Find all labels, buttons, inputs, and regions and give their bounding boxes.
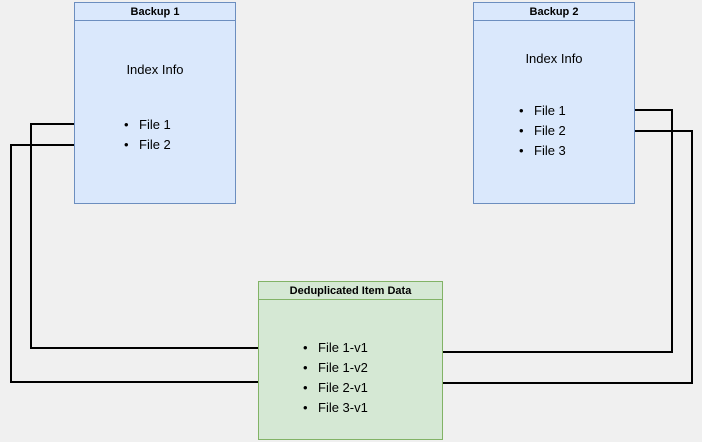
backup2-title-bar: Backup 2 — [473, 2, 635, 21]
list-item: File 3 — [519, 141, 566, 161]
dedup-file-list: File 1-v1 File 1-v2 File 2-v1 File 3-v1 — [303, 338, 368, 418]
backup1-file-list: File 1 File 2 — [124, 115, 171, 155]
backup1-body — [74, 21, 236, 204]
backup1-title: Backup 1 — [130, 6, 180, 18]
backup2-section-label: Index Info — [525, 51, 583, 66]
list-item: File 2 — [519, 121, 566, 141]
dedup-title-bar: Deduplicated Item Data — [258, 281, 443, 300]
list-item: File 2-v1 — [303, 378, 368, 398]
backup2-file-list: File 1 File 2 File 3 — [519, 101, 566, 161]
backup1-section-label: Index Info — [126, 62, 184, 77]
dedup-title: Deduplicated Item Data — [289, 285, 412, 297]
list-item: File 2 — [124, 135, 171, 155]
list-item: File 1 — [124, 115, 171, 135]
list-item: File 1-v2 — [303, 358, 368, 378]
list-item: File 3-v1 — [303, 398, 368, 418]
list-item: File 1-v1 — [303, 338, 368, 358]
backup2-title: Backup 2 — [529, 6, 579, 18]
backup1-title-bar: Backup 1 — [74, 2, 236, 21]
list-item: File 1 — [519, 101, 566, 121]
